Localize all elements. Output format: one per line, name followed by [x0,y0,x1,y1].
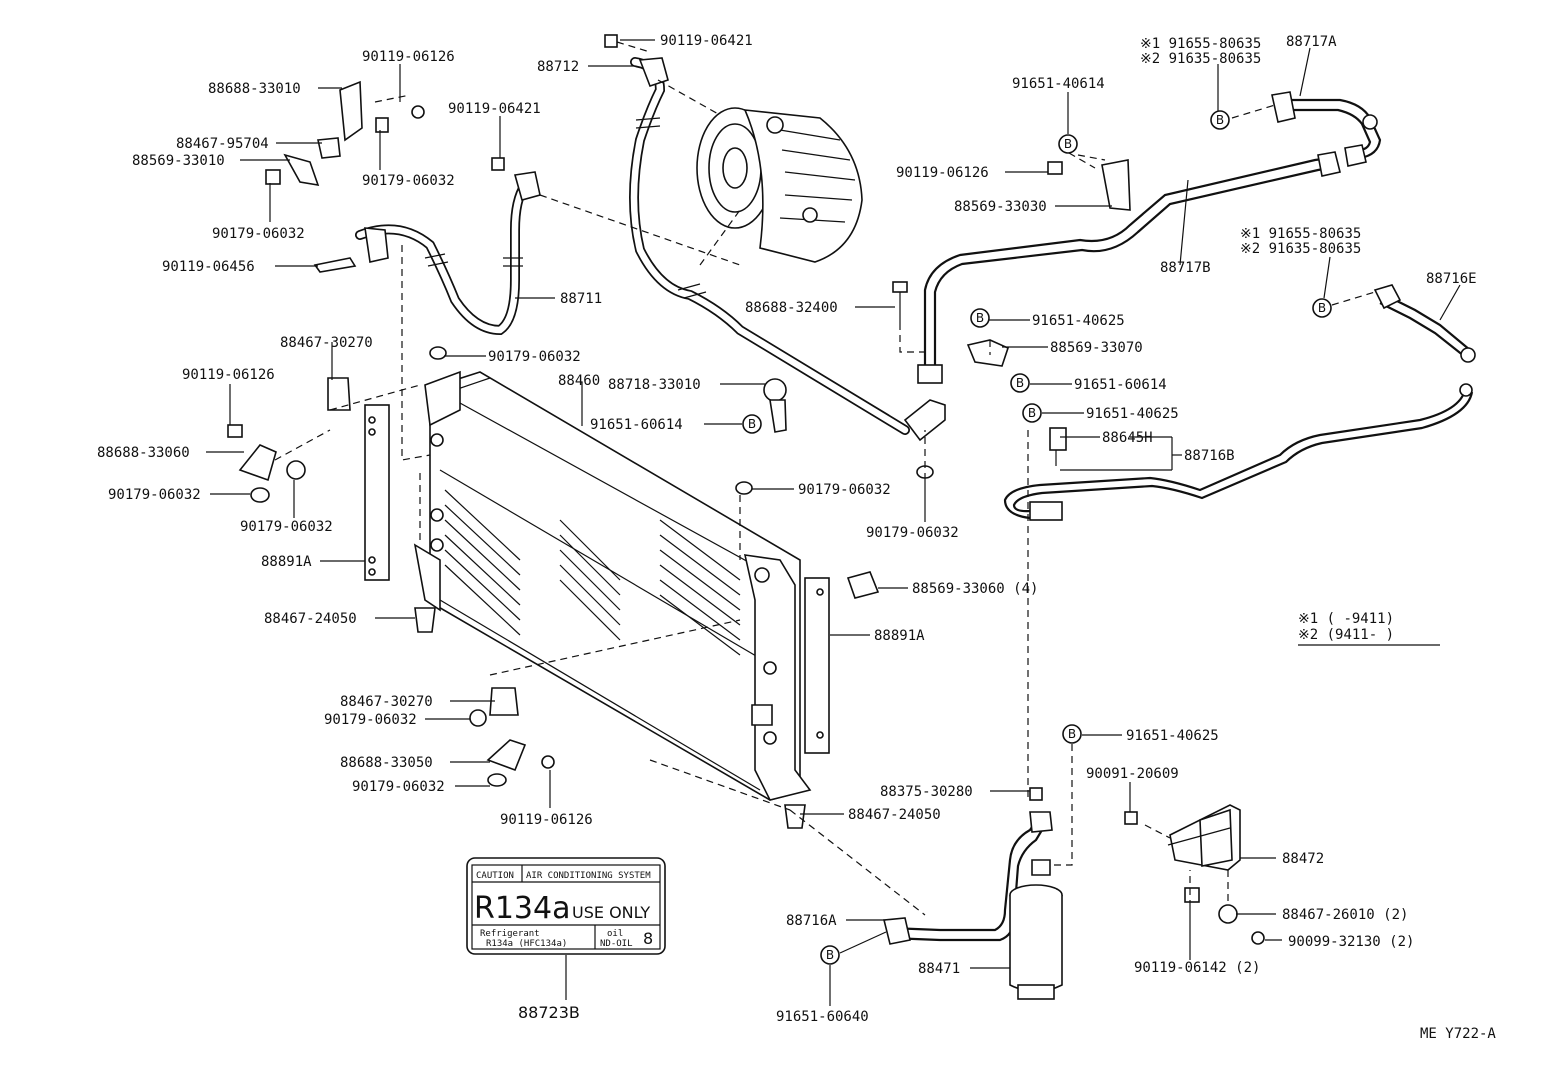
svg-text:B: B [826,948,834,962]
label-90179-06032-e: 90179-06032 [240,519,333,535]
label-88688-33010: 88688-33010 [208,81,301,97]
label-90119-06126-a: 90119-06126 [362,49,455,65]
legend-row-2: ※2 (9411- ) [1298,627,1394,643]
label-88472: 88472 [1282,851,1324,867]
label-88467-30270-a: 88467-30270 [280,335,373,351]
label-90179-06032-d: 90179-06032 [108,487,201,503]
label-88716B: 88716B [1184,448,1235,464]
label-90099-32130: 90099-32130 (2) [1288,934,1414,950]
oil-label: oil [607,929,623,939]
caution-text: CAUTION [476,871,514,881]
label-88717B: 88717B [1160,260,1211,276]
label-90179-06032-f: 90179-06032 [798,482,891,498]
label-91651-40614: 91651-40614 [1012,76,1105,92]
compressor [696,107,863,263]
part-labels: 90119-06421 88712 90119-06126 88688-3301… [97,33,1477,1025]
label-88467-24050-b: 88467-24050 [848,807,941,823]
label-88891A-a: 88891A [261,554,312,570]
system-text: AIR CONDITIONING SYSTEM [526,871,651,881]
label-88471: 88471 [918,961,960,977]
label-88569-33030: 88569-33030 [954,199,1047,215]
label-88569-33010: 88569-33010 [132,153,225,169]
label-90179-06032-c: 90179-06032 [488,349,581,365]
svg-text:B: B [1318,301,1326,315]
label-90119-06456: 90119-06456 [162,259,255,275]
label-88467-26010: 88467-26010 (2) [1282,907,1408,923]
use-only-text: USE ONLY [572,903,650,922]
label-90179-06032-h: 90179-06032 [324,712,417,728]
svg-text:B: B [1068,727,1076,741]
label-88467-24050-a: 88467-24050 [264,611,357,627]
receiver-drier [1009,884,1063,1000]
refrigerant-big: R134a [474,891,571,926]
svg-text:B: B [976,311,984,325]
label-88569-33060: 88569-33060 (4) [912,581,1038,597]
label-88645H: 88645H [1102,430,1153,446]
label-x1-91655-80635-b: ※1 91655-80635 [1240,226,1361,242]
label-90119-06126-b: 90119-06126 [182,367,275,383]
label-90119-06126-d: 90119-06126 [896,165,989,181]
label-90119-06421-mid: 90119-06421 [448,101,541,117]
label-88688-33060: 88688-33060 [97,445,190,461]
label-90179-06032-g: 90179-06032 [866,525,959,541]
label-91651-60640: 91651-60640 [776,1009,869,1025]
label-90179-06032-b: 90179-06032 [212,226,305,242]
label-88467-95704: 88467-95704 [176,136,269,152]
label-88467-30270-b: 88467-30270 [340,694,433,710]
label-88891A-b: 88891A [874,628,925,644]
label-x2-91635-80635-b: ※2 91635-80635 [1240,241,1361,257]
caution-label: CAUTION AIR CONDITIONING SYSTEM R134a US… [466,857,666,955]
label-88716A: 88716A [786,913,837,929]
label-x1-91655-80635-a: ※1 91655-80635 [1140,36,1261,52]
figure-reference: ME Y722-A [1420,1026,1496,1042]
label-90119-06421-top: 90119-06421 [660,33,753,49]
date-legend: ※1 ( -9411) ※2 (9411- ) [1298,611,1394,643]
label-91651-60614-b: 91651-60614 [1074,377,1167,393]
refrigerant-line2: R134a (HFC134a) [486,939,567,949]
label-90179-06032-i: 90179-06032 [352,779,445,795]
label-x2-91635-80635-a: ※2 91635-80635 [1140,51,1261,67]
label-90119-06142: 90119-06142 (2) [1134,960,1260,976]
condenser [413,370,812,801]
oil-number: 8 [643,929,653,948]
label-91651-40625-c: 91651-40625 [1126,728,1219,744]
refrigerant-line1: Refrigerant [480,929,540,939]
label-91651-40625-a: 91651-40625 [1032,313,1125,329]
legend-row-1: ※1 ( -9411) [1298,611,1394,627]
label-88711: 88711 [560,291,602,307]
svg-text:B: B [1216,113,1224,127]
label-90119-06126-c: 90119-06126 [500,812,593,828]
bolt-marker-b: B B B B B B B B B [742,110,1332,965]
svg-text:B: B [1064,137,1072,151]
svg-text:B: B [1016,376,1024,390]
label-88712: 88712 [537,59,579,75]
label-88688-33050: 88688-33050 [340,755,433,771]
oil-value: ND-OIL [600,939,633,949]
label-88717A: 88717A [1286,34,1337,50]
label-88688-32400: 88688-32400 [745,300,838,316]
label-91651-60614-a: 91651-60614 [590,417,683,433]
label-91651-40625-b: 91651-40625 [1086,406,1179,422]
label-90091-20609: 90091-20609 [1086,766,1179,782]
label-90179-06032-a: 90179-06032 [362,173,455,189]
label-88723B: 88723B [518,1003,580,1022]
label-88375-30280: 88375-30280 [880,784,973,800]
svg-text:B: B [748,417,756,431]
svg-text:B: B [1028,406,1036,420]
label-88716E: 88716E [1426,271,1477,287]
label-88718-33010: 88718-33010 [608,377,701,393]
label-88460: 88460 [558,373,600,389]
label-88569-33070: 88569-33070 [1050,340,1143,356]
